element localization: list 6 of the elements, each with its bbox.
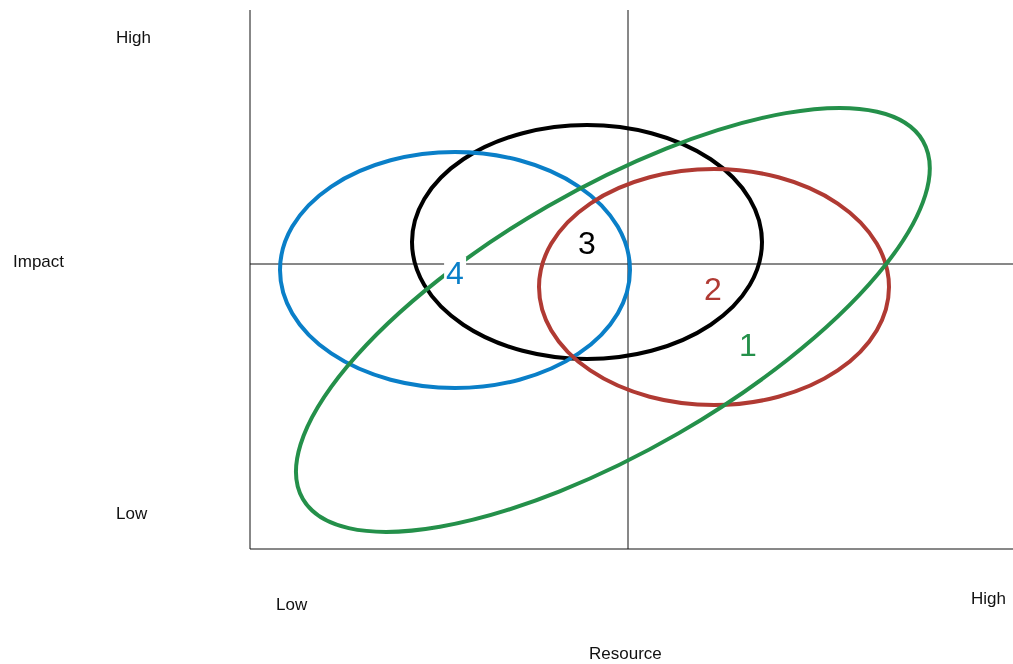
axis-tick-label: High	[971, 589, 1006, 609]
axis-tick-label: High	[116, 28, 151, 48]
axis-tick-label: Low	[276, 595, 308, 615]
axis-title: Impact	[13, 252, 65, 272]
axis-tick-label: Low	[116, 504, 148, 524]
axis-title: Resource	[589, 644, 662, 664]
